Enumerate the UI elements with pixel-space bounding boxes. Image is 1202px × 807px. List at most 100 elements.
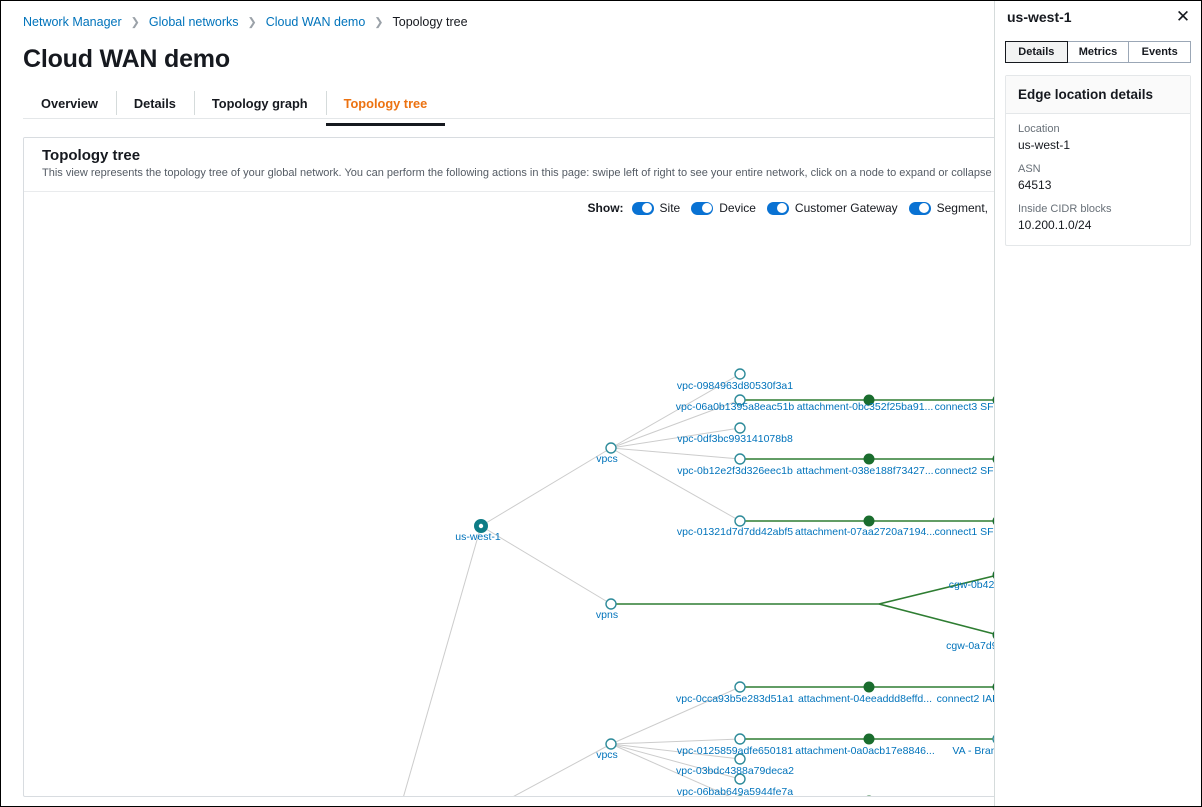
node-label-vpc-06bab649a5944fe7a[interactable]: vpc-06bab649a5944fe7a <box>677 786 793 796</box>
edge-location-details-title: Edge location details <box>1018 87 1154 102</box>
field-label-location: Location <box>1018 123 1060 135</box>
node-label-vpcs-east[interactable]: vpcs <box>596 749 618 761</box>
toggle-switch-device[interactable] <box>691 201 714 215</box>
node-label-vpc-03bdc4388a79deca2[interactable]: vpc-03bdc4388a79deca2 <box>676 765 794 777</box>
toggle-site[interactable]: Site <box>631 201 681 215</box>
panel-tab-events[interactable]: Events <box>1129 41 1192 63</box>
tree-node-attachment-038e188f73427[interactable] <box>863 453 875 465</box>
toggle-switch-customer-gateway[interactable] <box>766 201 789 215</box>
topology-tree-canvas[interactable]: vpc-0984963d80530f3a1 vpc-06a0b1395a8eac5… <box>24 224 996 796</box>
card-header: Topology tree This view represents the t… <box>24 138 996 192</box>
node-label-connect3-sfo[interactable]: connect3 SFO cloudw <box>935 401 996 413</box>
node-label-vpc-06a0b1395a8eac51b[interactable]: vpc-06a0b1395a8eac51b <box>676 401 795 413</box>
tree-node-vpc-0984963d80530f3a1[interactable] <box>734 368 746 380</box>
breadcrumb-item-network-manager[interactable]: Network Manager <box>23 15 122 29</box>
tree-node-vpc-03bdc4388a79deca2[interactable] <box>734 753 746 765</box>
close-icon[interactable]: ✕ <box>1175 7 1191 26</box>
node-circle-filled[interactable] <box>863 515 875 527</box>
tree-node-vpcs-east[interactable] <box>605 738 617 750</box>
tree-node-vpcs-west[interactable] <box>605 442 617 454</box>
toggle-customer-gateway[interactable]: Customer Gateway <box>766 201 898 215</box>
node-circle-filled[interactable] <box>863 394 875 406</box>
breadcrumb-item-global-networks[interactable]: Global networks <box>148 15 239 29</box>
field-value-location: us-west-1 <box>1018 138 1071 152</box>
breadcrumb-item-cloud-wan-demo[interactable]: Cloud WAN demo <box>265 15 366 29</box>
node-label-va-branch-device-top[interactable]: VA - Branch Devi <box>952 745 996 757</box>
node-label-vpc-0984963d80530f3a1[interactable]: vpc-0984963d80530f3a1 <box>677 380 793 392</box>
node-circle-open[interactable] <box>734 733 746 745</box>
toggle-label-customer-gateway: Customer Gateway <box>794 201 898 215</box>
node-circle-filled[interactable] <box>863 453 875 465</box>
toggle-device[interactable]: Device <box>691 201 756 215</box>
node-label-connect1-sfo[interactable]: connect1 SFO cloudw <box>935 526 996 538</box>
node-circle-open[interactable] <box>734 422 746 434</box>
tree-edge-vpcs-east-to-vpc-06bab649a5944fe7a <box>610 743 741 780</box>
tab-topology-tree[interactable]: Topology tree <box>325 87 446 126</box>
detail-panel-title: us-west-1 <box>1007 9 1072 25</box>
node-label-cgw-0a7d976c22d0[interactable]: cgw-0a7d976c22d0 <box>946 640 996 652</box>
node-circle-open[interactable] <box>734 681 746 693</box>
tree-node-vpc-06a0b1395a8eac51b[interactable] <box>734 394 746 406</box>
node-label-attachment-0a0acb17e8846[interactable]: attachment-0a0acb17e8846... <box>795 745 935 757</box>
node-label-vpc-0125859adfe650181[interactable]: vpc-0125859adfe650181 <box>677 745 793 757</box>
node-label-attachment-04eeaddd8effd[interactable]: attachment-04eeaddd8effd... <box>798 693 932 705</box>
tab-overview[interactable]: Overview <box>41 95 98 111</box>
node-circle-open[interactable] <box>605 598 617 610</box>
tree-node-vpns-west[interactable] <box>605 598 617 610</box>
tree-node-vpc-0df3bc993141078b8[interactable] <box>734 422 746 434</box>
tree-edge-vpcs-east-to-vpc-0125859adfe650181 <box>610 738 741 745</box>
tree-node-attachment-0bc352f25ba91[interactable] <box>863 394 875 406</box>
node-label-connect2-sfo[interactable]: connect2 SFO cloudw <box>935 465 996 477</box>
node-label-vpns-west[interactable]: vpns <box>596 609 618 621</box>
tree-edge-us-west-1-to-vpns-west <box>480 525 612 605</box>
node-label-vpcs-west[interactable]: vpcs <box>596 453 618 465</box>
tab-bar-divider <box>23 118 996 119</box>
tab-topology-graph[interactable]: Topology graph <box>193 87 326 119</box>
panel-tab-details[interactable]: Details <box>1005 41 1068 63</box>
toggle-label-site: Site <box>659 201 681 215</box>
node-circle-open[interactable] <box>734 515 746 527</box>
tree-node-vpc-01321d7d7dd42abf5[interactable] <box>734 515 746 527</box>
breadcrumb-separator-icon: ❯ <box>130 16 140 28</box>
node-label-vpc-01321d7d7dd42abf5[interactable]: vpc-01321d7d7dd42abf5 <box>677 526 793 538</box>
node-label-attachment-07aa2720a7194[interactable]: attachment-07aa2720a7194... <box>795 526 935 538</box>
node-circle-open[interactable] <box>734 453 746 465</box>
node-label-attachment-038e188f73427[interactable]: attachment-038e188f73427... <box>796 465 933 477</box>
node-label-vpc-0b12e2f3d326eec1b[interactable]: vpc-0b12e2f3d326eec1b <box>677 465 793 477</box>
toggle-switch-segment[interactable] <box>908 201 931 215</box>
tree-node-attachment-07aa2720a7194[interactable] <box>863 515 875 527</box>
toggle-switch-site[interactable] <box>631 201 654 215</box>
panel-tab-metrics[interactable]: Metrics <box>1067 41 1130 63</box>
tree-node-us-west-1[interactable] <box>474 519 488 533</box>
node-circle-filled[interactable] <box>863 733 875 745</box>
node-label-attachment-0bc352f25ba91[interactable]: attachment-0bc352f25ba91... <box>797 401 934 413</box>
tree-node-attachment-04eeaddd8effd[interactable] <box>863 681 875 693</box>
tree-edge-vpcs-east-to-vpc-05c3bc2a855f54d9f <box>610 743 730 796</box>
node-label-vpc-0cca93b5e283d51a1[interactable]: vpc-0cca93b5e283d51a1 <box>676 693 794 705</box>
node-circle-open[interactable] <box>605 738 617 750</box>
node-circle-open[interactable] <box>734 368 746 380</box>
tree-node-vpc-06bab649a5944fe7a[interactable] <box>734 773 746 785</box>
tree-node-vpc-0125859adfe650181[interactable] <box>734 733 746 745</box>
node-circle-open[interactable] <box>734 394 746 406</box>
node-circle-filled[interactable] <box>863 681 875 693</box>
tree-node-attachment-0a0acb17e8846[interactable] <box>863 733 875 745</box>
tab-details[interactable]: Details <box>115 87 194 119</box>
tree-node-vpc-0b12e2f3d326eec1b[interactable] <box>734 453 746 465</box>
node-label-connect2-iad[interactable]: connect2 IAD cloudw <box>937 693 996 705</box>
topology-tree-svg[interactable]: vpc-0984963d80530f3a1 vpc-06a0b1395a8eac5… <box>24 224 996 796</box>
page-title: Cloud WAN demo <box>23 45 230 73</box>
node-circle-open[interactable] <box>605 442 617 454</box>
node-label-us-west-1[interactable]: us-west-1 <box>455 531 501 543</box>
breadcrumb-separator-icon: ❯ <box>374 16 384 28</box>
tree-node-vpc-0cca93b5e283d51a1[interactable] <box>734 681 746 693</box>
node-circle-selected-core <box>478 523 484 529</box>
node-circle-open[interactable] <box>734 753 746 765</box>
node-label-cgw-0b42b6ef56f5[interactable]: cgw-0b42b6ef56f5 <box>949 579 996 591</box>
node-label-vpc-0df3bc993141078b8[interactable]: vpc-0df3bc993141078b8 <box>677 433 793 445</box>
node-circle-open[interactable] <box>734 773 746 785</box>
toggle-segment[interactable]: Segment, <box>908 201 988 215</box>
